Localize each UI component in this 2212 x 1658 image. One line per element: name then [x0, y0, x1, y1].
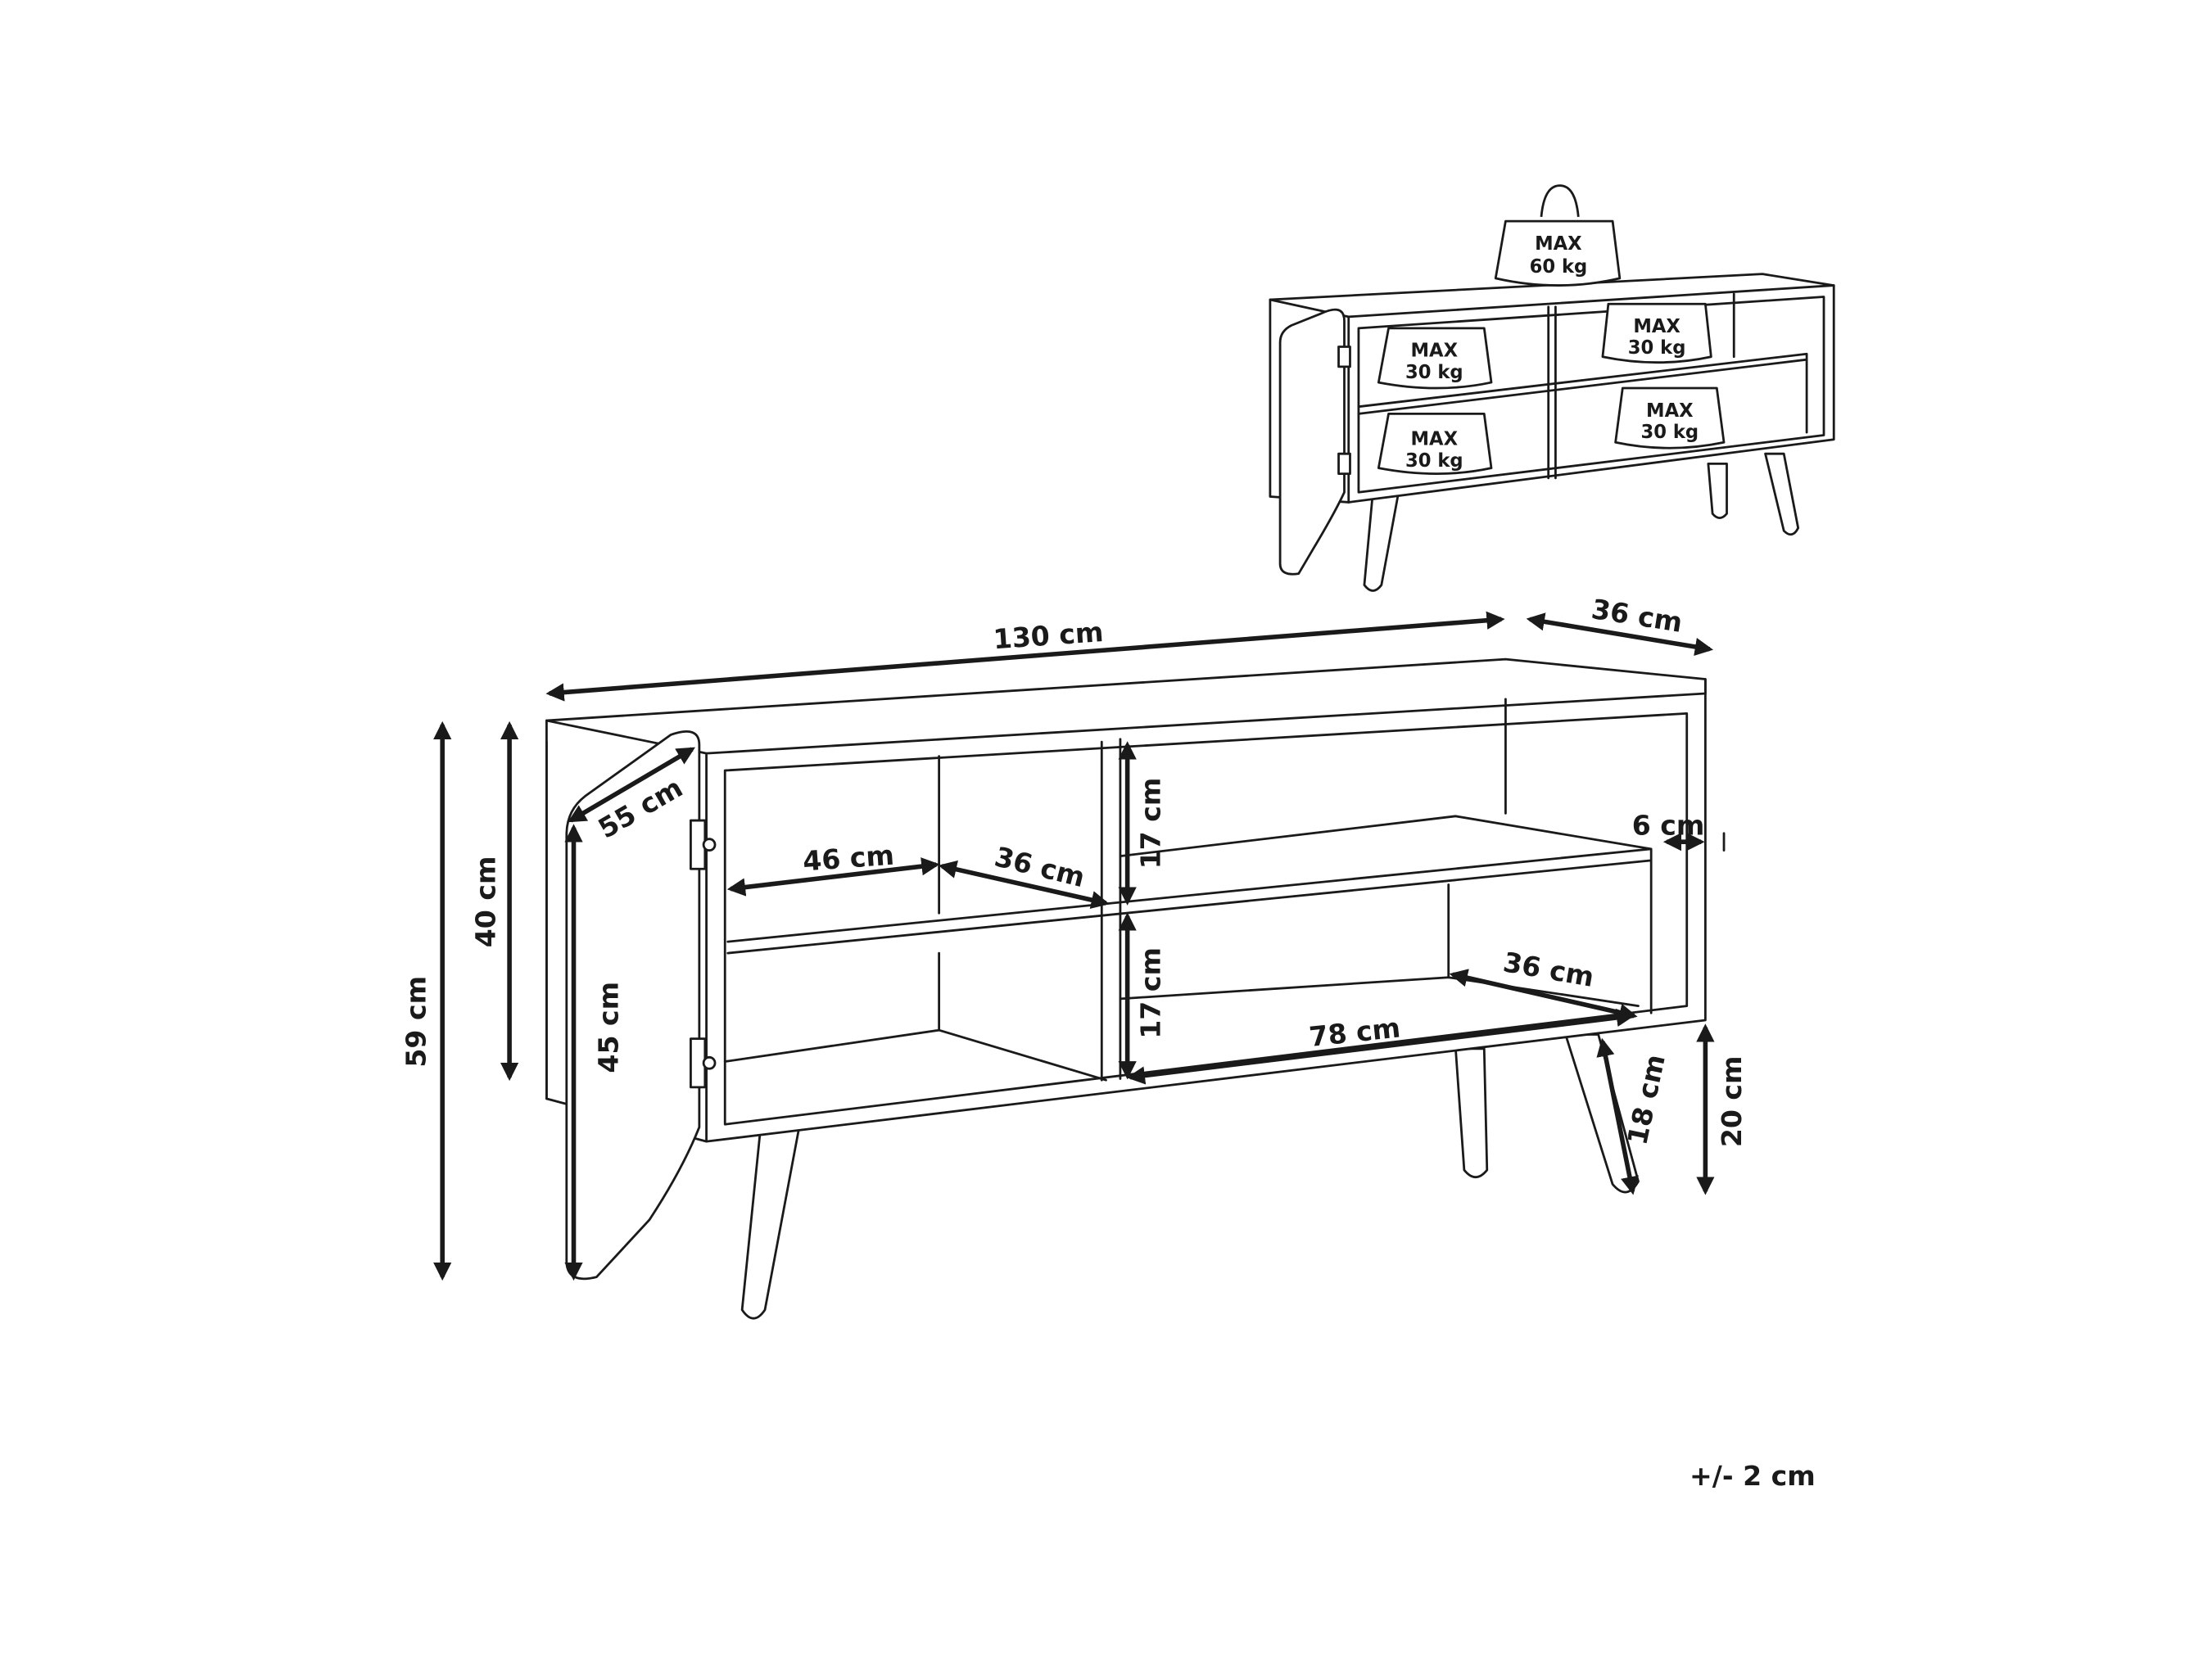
weight-capacity-label: 60 kg	[1530, 256, 1588, 278]
shelf-weight-upper-left: MAX 30 kg	[1377, 327, 1493, 390]
lower-compartment-height-label: 17 cm	[1135, 947, 1167, 1039]
leg-height-label: 20 cm	[1716, 1055, 1748, 1147]
left-shelf-width-label: 46 cm	[802, 839, 895, 878]
total-height-label: 59 cm	[400, 976, 432, 1068]
svg-text:MAX: MAX	[1646, 400, 1694, 422]
svg-text:MAX: MAX	[1411, 341, 1459, 362]
back-gap-label: 6 cm	[1632, 809, 1705, 841]
svg-text:MAX: MAX	[1633, 316, 1680, 337]
shelf-weight-upper-right: MAX 30 kg	[1601, 302, 1712, 364]
load-capacity-inset: MAX 60 kg MAX 30 kg MAX 30 kg MAX 30 kg …	[1269, 184, 1835, 592]
tolerance-note: +/- 2 cm	[1690, 1460, 1816, 1492]
width-label: 130 cm	[992, 616, 1104, 655]
shelf-weight-lower-left: MAX 30 kg	[1377, 413, 1493, 475]
weight-max-label: MAX	[1535, 233, 1582, 255]
svg-text:30 kg: 30 kg	[1628, 337, 1686, 359]
shelf-weight-lower-right: MAX 30 kg	[1614, 386, 1726, 450]
svg-text:30 kg: 30 kg	[1405, 450, 1463, 472]
leg-length-label: 18 cm	[1621, 1051, 1671, 1147]
upper-compartment-height-label: 17 cm	[1135, 778, 1167, 870]
body-height-label: 40 cm	[470, 856, 502, 948]
svg-text:30 kg: 30 kg	[1405, 362, 1463, 383]
svg-text:MAX: MAX	[1411, 429, 1459, 450]
svg-text:30 kg: 30 kg	[1640, 422, 1699, 443]
door-height-label: 45 cm	[593, 982, 625, 1073]
